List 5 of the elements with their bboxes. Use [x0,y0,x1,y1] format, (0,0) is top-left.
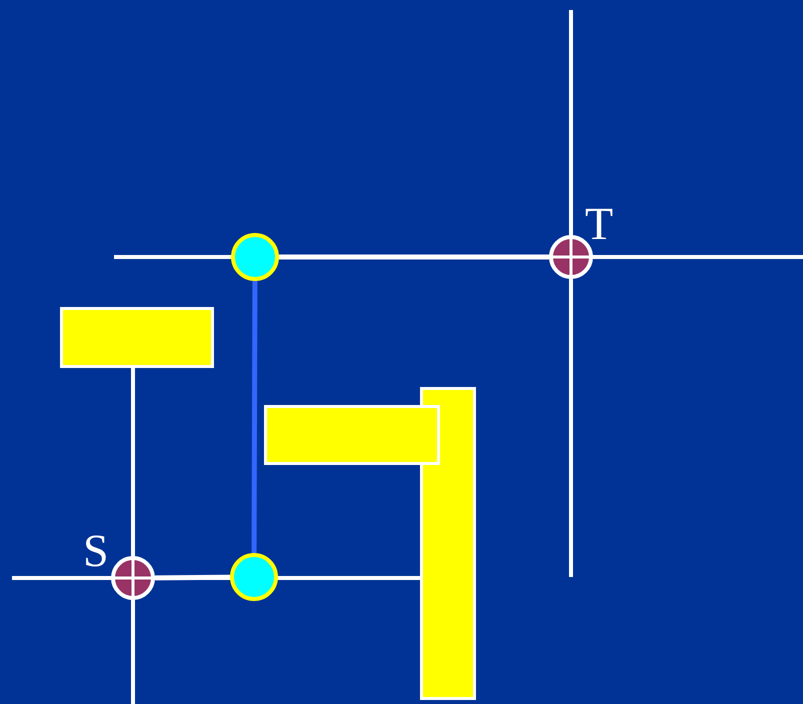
connector-line [154,574,230,580]
terminal-label: T [585,201,614,247]
connector-line [279,254,549,260]
connector-line [252,281,258,553]
terminal-label: S [83,528,109,574]
